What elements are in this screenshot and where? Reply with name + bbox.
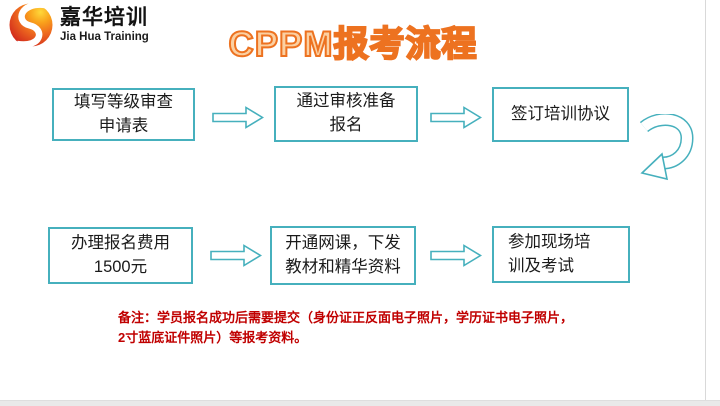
jiahua-logo-icon <box>9 2 53 48</box>
slide-right-edge <box>705 0 706 400</box>
flow-step-1: 填写等级审查 申请表 <box>52 88 195 141</box>
logo: 嘉华培训 Jia Hua Training <box>8 2 149 48</box>
flow-arrow-icon <box>430 244 482 267</box>
flow-arrow-icon <box>212 106 264 129</box>
curved-uturn-arrow-icon <box>639 114 694 181</box>
logo-text: 嘉华培训 Jia Hua Training <box>60 5 149 43</box>
logo-name-en: Jia Hua Training <box>60 30 149 43</box>
flow-step-5: 开通网课，下发 教材和精华资料 <box>270 226 416 285</box>
flow-step-4: 办理报名费用 1500元 <box>48 227 193 284</box>
flow-arrow-icon <box>210 244 262 267</box>
note-text: 备注：学员报名成功后需要提交（身份证正反面电子照片，学历证书电子照片， 2寸蓝底… <box>118 310 574 345</box>
flow-step-3: 签订培训协议 <box>492 87 629 142</box>
page-title: CPPM报考流程 <box>227 24 478 65</box>
flow-step-6: 参加现场培 训及考试 <box>492 226 630 283</box>
flow-arrow-icon <box>430 106 482 129</box>
logo-name-cn: 嘉华培训 <box>60 5 148 29</box>
slide-bottom-edge <box>0 400 720 406</box>
flow-step-2: 通过审核准备 报名 <box>274 86 418 142</box>
